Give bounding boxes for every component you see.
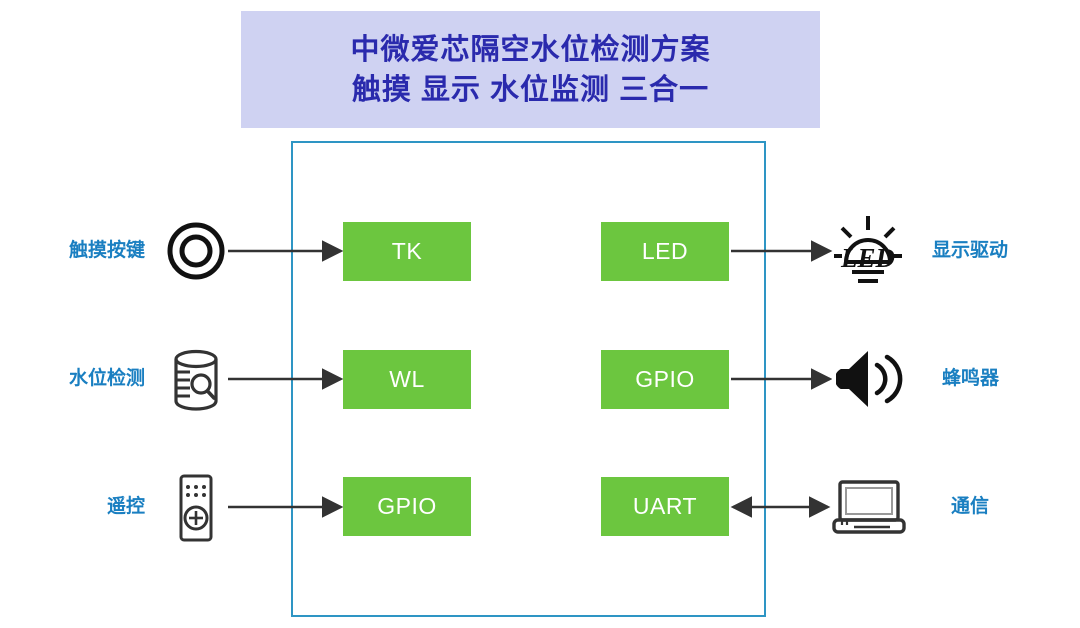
block-uart-label: UART <box>632 493 698 519</box>
block-led-label: LED <box>641 238 689 264</box>
speaker-icon <box>832 351 903 407</box>
block-gpio-right-label: GPIO <box>635 366 695 392</box>
title-line-2: 触摸 显示 水位监测 三合一 <box>351 73 710 106</box>
title-line-1: 中微爱芯隔空水位检测方案 <box>350 33 711 66</box>
block-gpio-left-label: GPIO <box>377 493 437 519</box>
block-wl[interactable]: WL <box>343 350 471 409</box>
water-level-sensor-icon <box>174 349 218 411</box>
block-uart[interactable]: UART <box>601 477 729 536</box>
output-label-display-driver: 显示驱动 <box>932 240 1009 261</box>
input-label-water-level: 水位检测 <box>68 368 145 389</box>
block-tk-label: TK <box>391 238 423 264</box>
output-label-communication: 通信 <box>951 496 990 517</box>
title-banner: 中微爱芯隔空水位检测方案 触摸 显示 水位监测 三合一 <box>241 11 820 128</box>
laptop-icon <box>832 480 906 534</box>
block-gpio-right[interactable]: GPIO <box>601 350 729 409</box>
touch-button-icon <box>167 222 225 280</box>
output-label-buzzer: 蜂鸣器 <box>942 368 1000 389</box>
svg-text:LED: LED <box>840 243 895 273</box>
input-label-remote: 遥控 <box>106 496 145 517</box>
input-label-touch-button: 触摸按键 <box>68 240 145 261</box>
led-lamp-icon: LED <box>834 216 902 283</box>
remote-control-icon <box>179 474 213 542</box>
block-tk[interactable]: TK <box>343 222 471 281</box>
block-gpio-left[interactable]: GPIO <box>343 477 471 536</box>
block-led[interactable]: LED <box>601 222 729 281</box>
block-wl-label: WL <box>389 366 425 392</box>
